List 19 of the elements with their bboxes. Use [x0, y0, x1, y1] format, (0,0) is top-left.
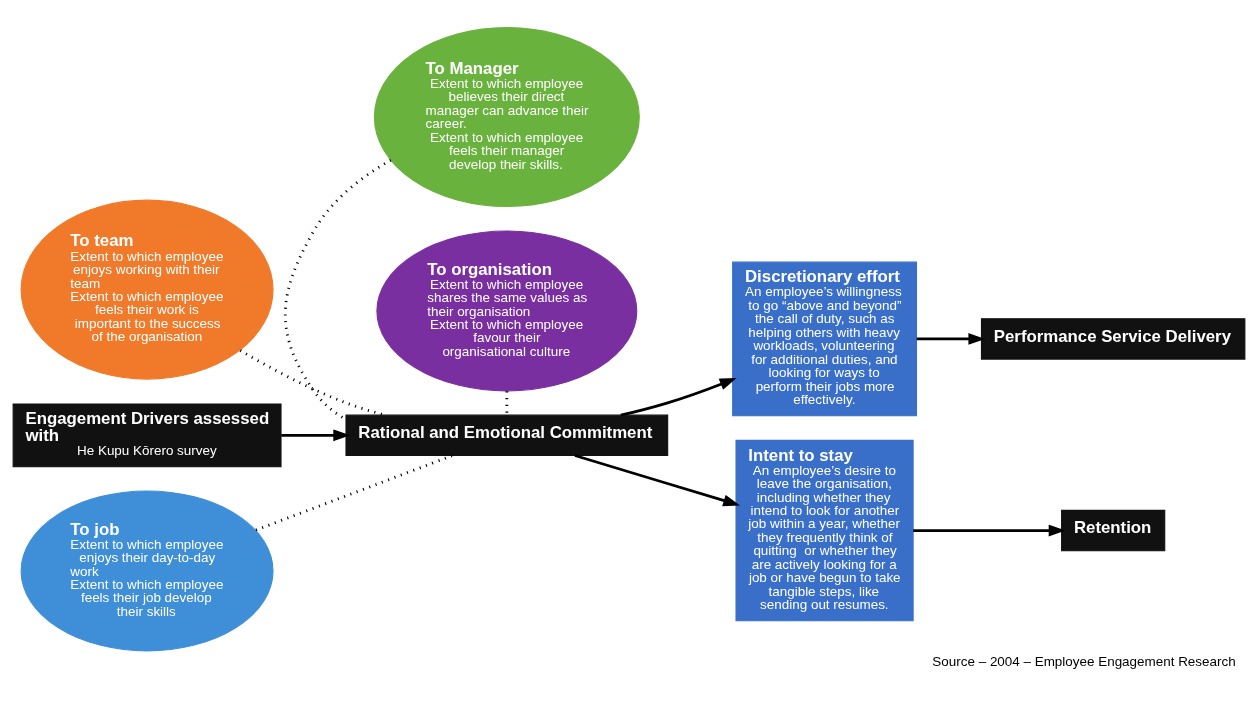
node-ellipse: To team Extent to which employee enjoys working with their team Extent to which employee feels their work is important to the success of the organisation — [20, 199, 274, 380]
connector — [283, 158, 392, 421]
connector — [505, 391, 509, 415]
arrow — [574, 454, 740, 507]
node-ellipse: To organisation Extent to which employee shares the same values as their organisation Extent to which employee favour their organisational culture — [376, 230, 638, 392]
node-ellipse: To job Extent to which employee enjoys their day-to-day work Extent to which employee feels their job develop their skills — [20, 490, 274, 652]
arrow — [913, 524, 1066, 537]
node-box: Intent to stay An employee’s desire to leave the organisation, including whether they intend to look for another job within a year, whether they frequently think of quitting or whether they are actively looking for a job or have begun to take tangible steps, like sending out resumes. — [735, 439, 914, 622]
node-box: Discretionary effort An employee’s willingness to go “above and beyond” the call of duty, such as helping others with heavy workloads, volunteering for additional duties, and looking for ways to perform their jobs more effectively. — [732, 261, 918, 417]
arrow — [281, 429, 351, 442]
node-box: Engagement Drivers assessed with He Kupu Kōrero survey — [12, 403, 282, 468]
caption: Source – 2004 – Employee Engagement Research — [932, 654, 1236, 670]
node-ellipse: To Manager Extent to which employee believes their direct manager can advance their career. Extent to which employee feels their manager develop their skills. — [373, 27, 640, 208]
arrow — [620, 377, 737, 417]
node-box: Retention — [1061, 509, 1166, 552]
arrow — [916, 333, 986, 345]
node-box: Rational and Emotional Commitment — [345, 414, 669, 457]
node-box: Performance Service Delivery — [980, 318, 1246, 360]
connector — [255, 454, 453, 532]
